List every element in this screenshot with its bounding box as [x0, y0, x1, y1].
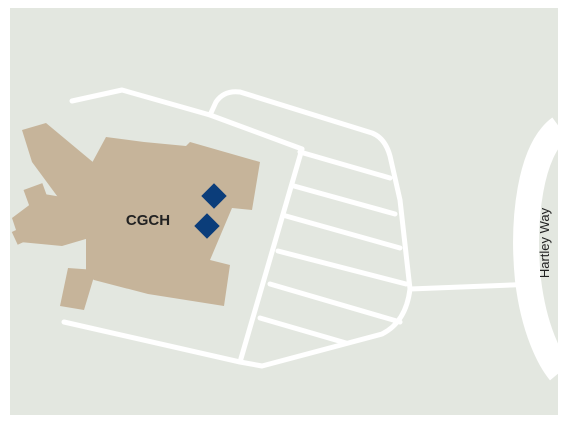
parking-row [267, 281, 403, 325]
street-label: Hartley Way [537, 207, 552, 278]
bottom-road [61, 319, 243, 365]
building-northwest-wing [22, 123, 100, 208]
building-label: CGCH [126, 212, 170, 229]
building-annex [23, 183, 49, 207]
parking-lot-outline [237, 146, 413, 369]
hartley-way-road [513, 117, 568, 381]
parking-row [283, 213, 403, 251]
top-access-road [69, 87, 305, 152]
parking-row [275, 248, 409, 287]
building-lower-wing [60, 268, 96, 310]
building-annex [11, 225, 33, 245]
parking-row [297, 149, 393, 181]
cgch-building [11, 123, 260, 310]
parking-row [291, 183, 398, 217]
building-west-wing [12, 194, 96, 246]
upper-loop-road [207, 89, 413, 292]
connector-road [407, 281, 539, 292]
building-main-block [86, 137, 260, 306]
parking-row [257, 315, 349, 346]
parking-rows [257, 149, 409, 346]
